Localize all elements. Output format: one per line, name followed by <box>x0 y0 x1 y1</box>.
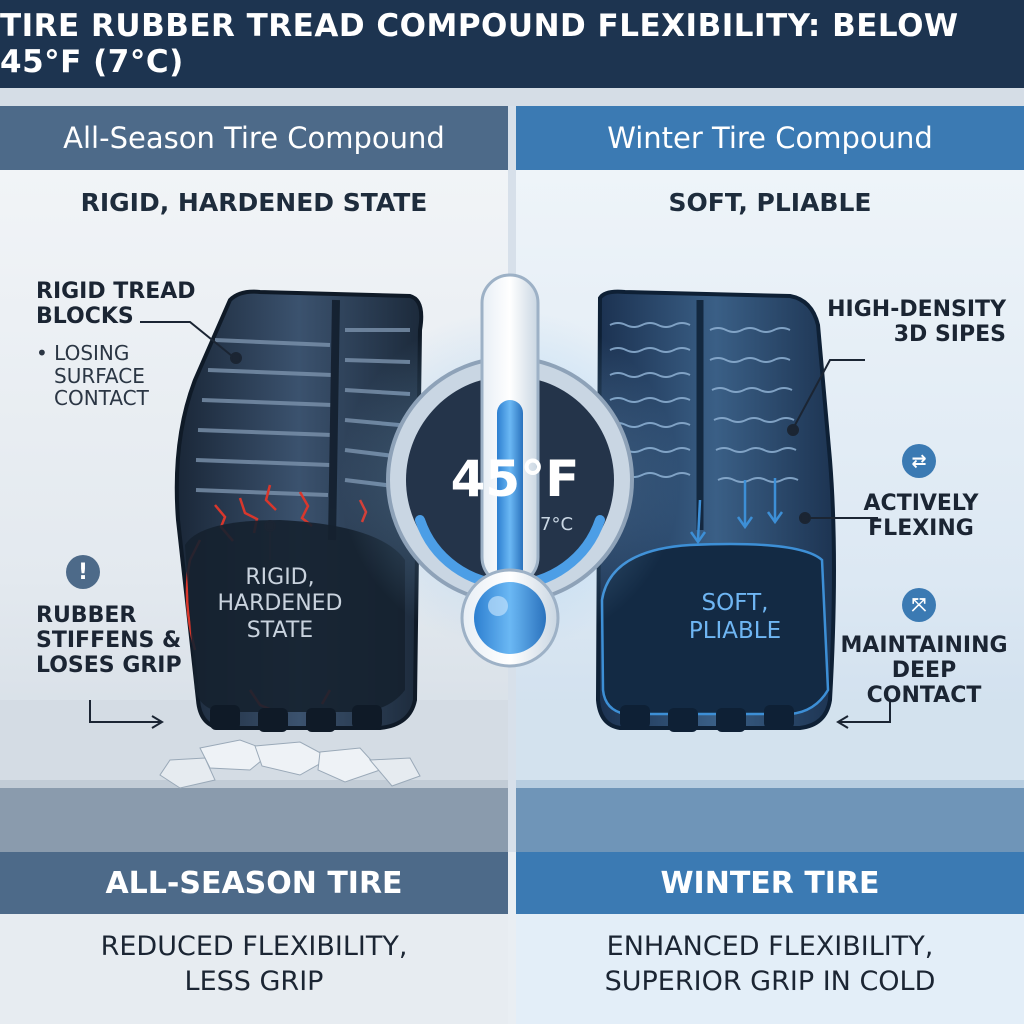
stiffens-warning: RUBBER STIFFENS & LOSES GRIP <box>36 603 182 678</box>
temperature-celsius: 7°C <box>540 514 574 535</box>
temperature-fahrenheit: 45°F <box>450 450 580 508</box>
thermometer-icon <box>460 273 560 668</box>
title-divider <box>0 88 1024 106</box>
sipes-callout: HIGH-DENSITY 3D SIPES <box>827 297 1006 347</box>
rigid-tire-label: RIGID, HARDENED STATE <box>217 565 343 643</box>
winter-summary: WINTER TIRE ENHANCED FLEXIBILITY, SUPERI… <box>516 852 1024 1024</box>
all-season-summary: ALL-SEASON TIRE REDUCED FLEXIBILITY, LES… <box>0 852 508 1024</box>
thermometer-gauge <box>340 273 680 668</box>
all-season-header: All-Season Tire Compound <box>0 106 508 170</box>
rigid-blocks-callout: RIGID TREAD BLOCKS <box>36 279 196 329</box>
soft-tire-label: SOFT, PLIABLE <box>688 590 782 644</box>
all-season-summary-title: ALL-SEASON TIRE <box>0 852 508 914</box>
winter-header: Winter Tire Compound <box>516 106 1024 170</box>
winter-state-title: SOFT, PLIABLE <box>668 187 872 217</box>
actively-flexing-callout: ACTIVELY FLEXING <box>863 491 979 541</box>
winter-summary-title: WINTER TIRE <box>516 852 1024 914</box>
swap-arrows-icon: ⇄ <box>902 444 936 478</box>
page-title: TIRE RUBBER TREAD COMPOUND FLEXIBILITY: … <box>0 0 1024 88</box>
deep-contact-callout: MAINTAINING DEEP CONTACT <box>840 633 1008 708</box>
all-season-summary-desc: REDUCED FLEXIBILITY, LESS GRIP <box>100 931 408 997</box>
bullet-dot: • <box>36 341 55 365</box>
flex-arrows <box>689 478 784 545</box>
all-season-state-title: RIGID, HARDENED STATE <box>80 187 428 217</box>
losing-contact-callout: • LOSING SURFACE CONTACT <box>36 341 149 411</box>
exclamation-icon: ! <box>66 555 100 589</box>
tire-comparison-illustration <box>0 273 1024 852</box>
compress-arrows-icon: ⤧ <box>902 588 936 622</box>
winter-summary-desc: ENHANCED FLEXIBILITY, SUPERIOR GRIP IN C… <box>604 931 936 997</box>
